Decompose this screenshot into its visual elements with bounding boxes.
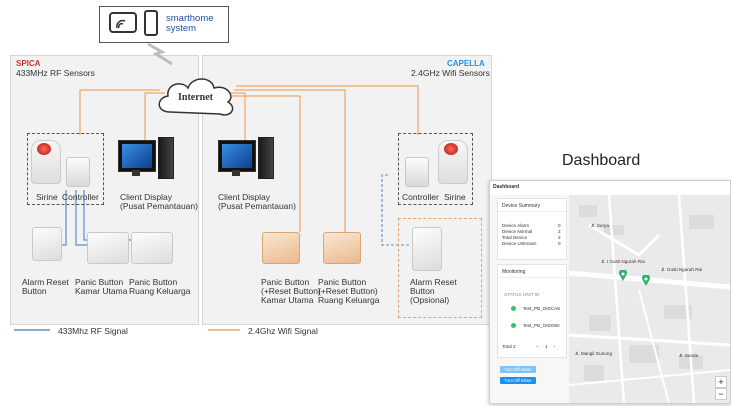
monitoring-divider <box>498 277 566 278</box>
right-alarm-reset-label-2: Button <box>410 286 435 296</box>
right-panic-kamar-label-1: Panic Button <box>261 277 310 287</box>
map-zoom-in-button[interactable]: + <box>715 376 727 388</box>
right-client-label-2: (Pusat Pemantauan) <box>218 201 296 211</box>
summary-value-3: 0 <box>558 241 561 246</box>
summary-label-0: Device Alarm <box>502 223 530 228</box>
phone-icon <box>144 10 158 36</box>
right-controller-group <box>398 133 473 205</box>
left-alarm-reset-label-1: Alarm Reset <box>22 277 69 287</box>
right-panic-kamar-switch <box>262 232 300 264</box>
legend-wifi-label: 2.4Ghz Wifi Signal <box>248 326 318 336</box>
left-panic-kamar-label-1: Panic Button <box>75 277 124 287</box>
left-alarm-reset-switch <box>32 227 62 261</box>
capella-panel <box>202 55 492 325</box>
pagination-next[interactable]: > <box>553 344 556 349</box>
tablet-icon <box>109 12 137 33</box>
left-client-monitor <box>118 140 156 172</box>
monitoring-card: Monitoring STATUS UNIT ID Test_PB_OIDCA8… <box>497 264 567 358</box>
left-controller-group <box>27 133 104 205</box>
left-controller-label: Controller <box>62 192 99 202</box>
spica-subtitle: 433MHz RF Sensors <box>16 68 95 78</box>
monitoring-heading: Monitoring <box>502 269 526 275</box>
left-panic-ruang-label-2: Ruang Keluarga <box>129 286 191 296</box>
monitoring-col-status: STATUS <box>504 292 522 297</box>
right-controller-device <box>405 157 429 187</box>
left-controller-device <box>66 157 90 187</box>
status-dot-0 <box>511 306 516 311</box>
internet-cloud-icon <box>158 78 234 116</box>
map-view[interactable]: Jl. I Gusti Ngurah Rai Jl. Gusti Ngurah … <box>569 195 730 403</box>
internet-label: Internet <box>178 92 213 103</box>
right-panic-ruang-label-1: Panic Button <box>318 277 367 287</box>
right-sirine-label: Sirine <box>444 192 466 202</box>
legend-rf-label: 433Mhz RF Signal <box>58 326 128 336</box>
left-panic-kamar-label-2: Kamar Utama <box>75 286 128 296</box>
right-panic-kamar-label-3: Kamar Utama <box>261 295 314 305</box>
map-road-main: Jl. I Gusti Ngurah Rai <box>601 259 645 264</box>
map-pin-icon[interactable] <box>642 275 650 286</box>
right-controller-label: Controller <box>402 192 439 202</box>
right-alarm-reset-switch <box>412 227 442 271</box>
summary-label-1: Device Normal <box>502 229 533 234</box>
summary-label-2: Total Device <box>502 235 528 240</box>
map-zoom-out-button[interactable]: − <box>715 388 727 400</box>
left-client-label-1: Client Display <box>120 192 172 202</box>
left-client-label-2: (Pusat Pemantauan) <box>120 201 198 211</box>
turn-off-sirine-button[interactable]: Turn Off Sirine <box>500 377 536 384</box>
right-panic-ruang-label-2: (+Reset Button) <box>318 286 378 296</box>
right-panic-ruang-label-3: Ruang Keluarga <box>318 295 380 305</box>
capella-subtitle: 2.4GHz Wifi Sensors <box>411 68 490 78</box>
spica-brand: SPICA <box>16 59 41 68</box>
left-sirine-light <box>37 143 51 155</box>
left-client-tower <box>158 137 174 179</box>
dashboard-title: Dashboard <box>493 184 520 190</box>
monitoring-unit-1[interactable]: Test_PB_OIDO90 <box>523 323 560 328</box>
pagination-page[interactable]: 1 <box>545 344 548 349</box>
smarthome-label-2: system <box>166 23 197 34</box>
dashboard-window: Dashboard Device Summary Device Alarm 0 … <box>489 180 731 404</box>
turn-off-alarm-button[interactable]: Turn Off Alarm <box>500 366 536 373</box>
right-alarm-reset-label-1: Alarm Reset <box>410 277 457 287</box>
left-sirine-label: Sirine <box>36 192 58 202</box>
map-road-3: Jl. Surya <box>591 223 609 228</box>
device-summary-card: Device Summary Device Alarm 0 Device Nor… <box>497 198 567 260</box>
right-sirine-light <box>444 143 458 155</box>
right-client-tower <box>258 137 274 179</box>
device-summary-heading: Device Summary <box>502 203 541 209</box>
capella-brand: CAPELLA <box>447 59 485 68</box>
status-dot-1 <box>511 323 516 328</box>
left-alarm-reset-label-2: Button <box>22 286 47 296</box>
summary-value-2: 2 <box>558 235 561 240</box>
summary-value-1: 2 <box>558 229 561 234</box>
left-client-monitor-stand <box>132 170 140 176</box>
map-roads <box>569 195 730 403</box>
smarthome-label-1: smarthome <box>166 13 214 24</box>
right-alarm-reset-group <box>398 218 482 318</box>
right-client-label-1: Client Display <box>218 192 270 202</box>
left-panic-kamar-switch <box>87 232 129 264</box>
summary-divider <box>498 211 566 212</box>
right-client-monitor-stand <box>232 170 240 176</box>
dashboard-heading: Dashboard <box>562 152 641 169</box>
map-road-2: Jl. Gusti Ngurah Rai <box>661 267 703 272</box>
right-client-monitor <box>218 140 256 172</box>
map-road-5: Jl. Sunda <box>679 353 699 358</box>
map-road-4: Jl. Mangli Gunung <box>575 351 613 356</box>
monitoring-col-unit: UNIT ID <box>523 292 540 297</box>
left-panic-ruang-label-1: Panic Button <box>129 277 178 287</box>
right-alarm-reset-label-3: (Opsional) <box>410 295 450 305</box>
right-panic-ruang-switch <box>323 232 361 264</box>
left-panic-ruang-switch <box>131 232 173 264</box>
pagination-prev[interactable]: < <box>536 344 539 349</box>
map-pin-icon[interactable] <box>619 270 627 281</box>
monitoring-unit-0[interactable]: Test_PB_OIDCA8 <box>523 306 560 311</box>
summary-label-3: Device Unknown <box>502 241 537 246</box>
right-panic-kamar-label-2: (+Reset Button) <box>261 286 321 296</box>
summary-value-0: 0 <box>558 223 561 228</box>
monitoring-total: Total 2 <box>502 344 516 349</box>
lightning-icon <box>147 42 173 66</box>
